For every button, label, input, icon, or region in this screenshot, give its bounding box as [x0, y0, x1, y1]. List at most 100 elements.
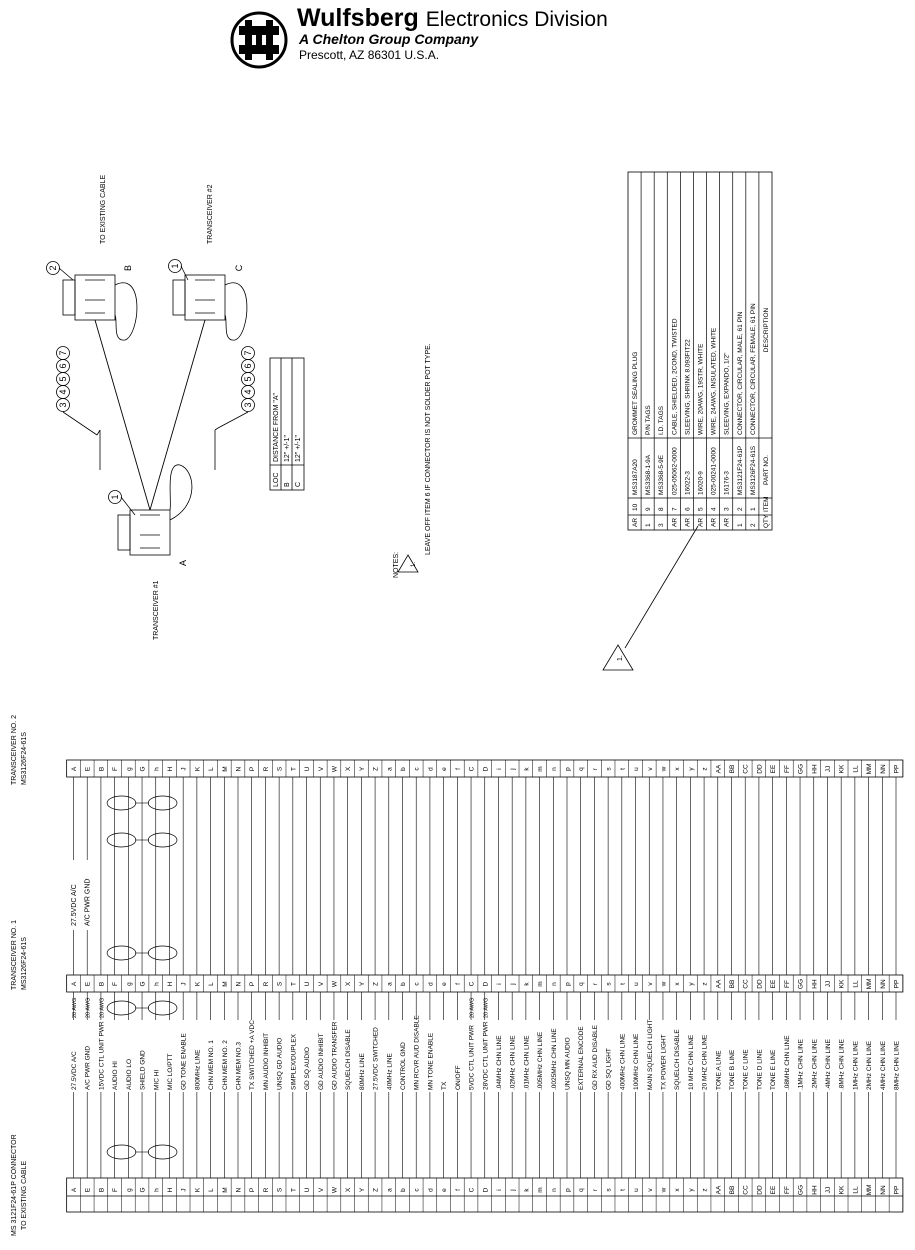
existing-pin-label: AA — [715, 1185, 722, 1194]
xcvr2-pin-label: V — [318, 766, 325, 771]
existing-pin-label: w — [660, 1187, 667, 1193]
signal-label: GD TONE ENABLE — [181, 1033, 188, 1090]
xcvr1-pin-label: P — [249, 982, 256, 986]
loc-label-a: A — [178, 560, 188, 566]
pigtail-wire — [224, 282, 248, 341]
xcvr1-pin-label: u — [633, 982, 640, 986]
xcvr1-pin-label: B — [98, 982, 105, 986]
signal-label: MN AUDIO INHIBIT — [263, 1033, 270, 1090]
xcvr1-pin-label: w — [660, 981, 667, 987]
awg-label: 20 AWG — [99, 998, 105, 1018]
signal-label: EXTERNAL ENCODE — [578, 1026, 585, 1090]
existing-pin-label: K — [194, 1187, 201, 1192]
loc-table-header: DISTANCE FROM "A" — [273, 392, 280, 462]
existing-pin-label: X — [345, 1187, 352, 1192]
existing-pin-label: u — [633, 1188, 640, 1192]
signal-label: CONTROL GND — [400, 1042, 407, 1090]
signal-label: 2MHz CHN LINE — [866, 1040, 873, 1090]
xcvr2-pin-label: p — [565, 767, 572, 771]
xcvr1-pin-label: b — [400, 982, 407, 986]
xcvr1-pin-label: a — [386, 982, 393, 986]
xcvr1-pin-label: L — [208, 982, 215, 986]
signal-label: MN TONE ENABLE — [427, 1032, 434, 1090]
xcvr2-pin-label: R — [263, 766, 270, 771]
xcvr1-pin-label: k — [523, 982, 530, 986]
xcvr1-pin-label: j — [510, 983, 517, 985]
bom-item: 4 — [711, 507, 718, 511]
signal-label: 8MHz CHN LINE — [894, 1040, 901, 1090]
loc-label-b: B — [123, 265, 133, 271]
existing-pin-label: v — [647, 1188, 654, 1192]
xcvr1-pin-label: CC — [743, 979, 750, 989]
xcvr1-title: TRANSCEIVER NO. 1 — [11, 920, 18, 990]
xcvr1-pin-label: EE — [770, 979, 777, 988]
loc-table-header: LOC — [273, 473, 280, 487]
to-existing-cable-label: TO EXISTING CABLE — [100, 175, 107, 244]
existing-pin-label: M — [222, 1187, 229, 1192]
existing-pin-label: DD — [756, 1185, 763, 1195]
xcvr2-pin-label: d — [427, 767, 434, 771]
bom-qty: 2 — [750, 523, 757, 527]
existing-pin-label: EE — [770, 1185, 777, 1194]
xcvr1-pin-label: Z — [373, 982, 380, 986]
xcvr1-pin-label: p — [565, 982, 572, 986]
xcvr1-pin-label: M — [222, 981, 229, 986]
division-name: Electronics Division — [425, 8, 608, 31]
xcvr2-pin-label: AA — [715, 764, 722, 773]
bom-item: 1 — [750, 507, 757, 511]
xcvr1-pin-label: x — [674, 982, 681, 986]
signal-label: UNSQ MN AUDIO — [565, 1037, 572, 1090]
bom-item: 5 — [698, 507, 705, 511]
existing-pin-label: GG — [798, 1185, 805, 1195]
xcvr2-pin-label: Z — [373, 767, 380, 771]
existing-pin-label: q — [578, 1188, 585, 1192]
existing-pin-label: n — [551, 1188, 558, 1192]
xcvr2-pin-label: v — [647, 767, 654, 771]
xcvr1-pin-label: J — [181, 982, 188, 985]
bom-header-part-no: PART NO. — [763, 455, 770, 485]
existing-pin-label: r — [592, 1188, 599, 1191]
existing-pin-label: CC — [743, 1185, 750, 1195]
xcvr2-pin-label: PP — [894, 765, 901, 774]
xcvr2-pin-label: H — [167, 766, 174, 771]
xcvr1-pin-label: C — [469, 981, 476, 986]
bom-part-no: MS3368-5-9E — [658, 454, 665, 495]
signal-label: TX — [441, 1081, 448, 1090]
bom-qty: 3 — [658, 523, 665, 527]
xcvr1-pin-label: F — [112, 982, 119, 986]
xcvr1-pin-label: n — [551, 982, 558, 986]
signal-label: MN RCVR AUD DISABLE — [414, 1015, 421, 1090]
xcvr1-pin-label: KK — [839, 979, 846, 988]
signal-label: 100MHz CHN LINE — [633, 1033, 640, 1090]
existing-pin-label: P — [249, 1188, 256, 1192]
bom-part-no: 025-00241-0000 — [711, 447, 718, 495]
signal-label: .4MHz CHN LINE — [825, 1038, 832, 1090]
signal-label: TONE C LINE — [743, 1049, 750, 1090]
signal-label: .02MHz CHN LINE — [510, 1035, 517, 1090]
notes-heading: NOTES: — [393, 552, 400, 578]
balloon-number: 1 — [110, 494, 120, 499]
existing-pin-label: Y — [359, 1187, 366, 1192]
xcvr1-pin-label: E — [85, 981, 92, 986]
existing-pin-label: Z — [373, 1188, 380, 1192]
xcvr2-pin-label: x — [674, 767, 681, 771]
transceiver-1-label: TRANSCEIVER #1 — [153, 580, 160, 640]
xcvr2-pin-label: P — [249, 767, 256, 771]
bom-qty: AR — [698, 518, 705, 527]
balloon-number: 4 — [243, 389, 253, 394]
note-number: 1. — [411, 562, 417, 567]
signal-label: 800MHz LINE — [194, 1049, 201, 1090]
bom-item: 6 — [684, 507, 691, 511]
xcvr2-pin-label: s — [606, 767, 613, 771]
arrow-leader — [217, 411, 249, 429]
xcvr1-pin-label: Y — [359, 981, 366, 986]
balloon-number: 5 — [58, 376, 68, 381]
balloon-number: 3 — [243, 402, 253, 407]
callout-leader — [624, 525, 699, 649]
leader-tick — [96, 429, 101, 436]
pigtail-wire — [114, 282, 138, 341]
bom-header-description: DESCRIPTION — [763, 307, 770, 352]
